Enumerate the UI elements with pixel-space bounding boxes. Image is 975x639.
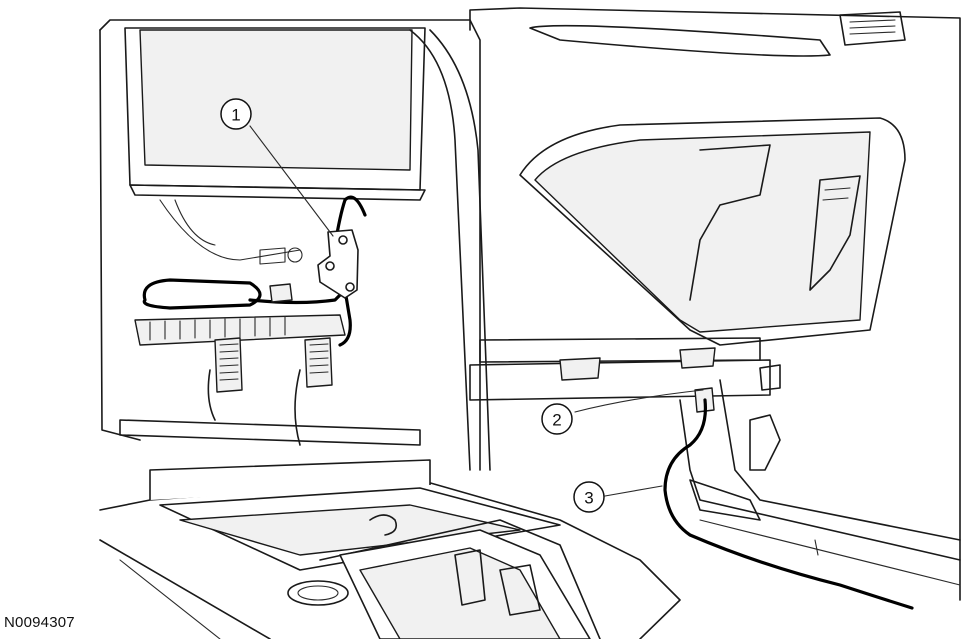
floor-console <box>99 459 681 639</box>
figure-reference-number: N0094307 <box>4 614 75 631</box>
callout-2-leader <box>574 389 704 413</box>
center-stack <box>99 19 491 471</box>
callout-1-label: 1 <box>231 106 240 125</box>
plug-connector <box>269 283 293 303</box>
antenna-module <box>317 229 359 299</box>
console-side-trim <box>679 379 961 586</box>
callout-2-label: 2 <box>552 411 561 430</box>
callout-1: 1 <box>220 98 252 130</box>
callout-2: 2 <box>541 403 573 435</box>
instrument-panel-right <box>469 7 961 601</box>
callout-3: 3 <box>573 481 605 513</box>
callout-3-leader <box>604 485 663 497</box>
callout-1-leader <box>249 125 334 237</box>
antenna-cable-harness <box>663 398 914 610</box>
antenna-module-lead <box>248 288 352 347</box>
antenna-module-upper-lead <box>333 195 367 247</box>
radio-connectors <box>134 247 346 446</box>
radio-harness-loop <box>142 278 262 310</box>
callout-3-label: 3 <box>584 489 593 508</box>
